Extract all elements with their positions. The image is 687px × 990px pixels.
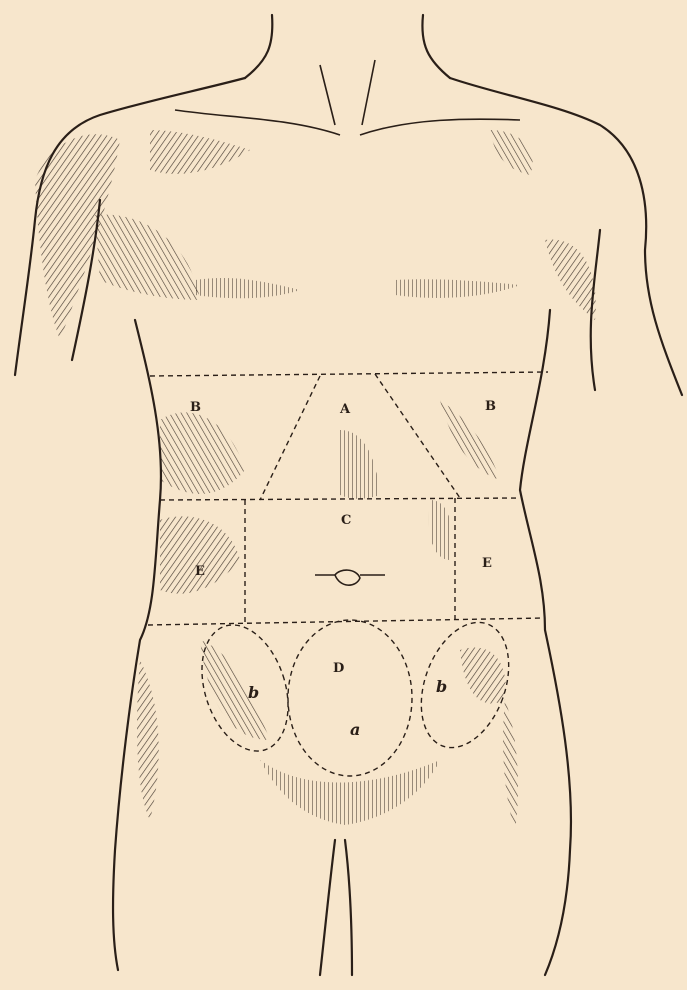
region-label-b-left: b [248,683,259,702]
clavicles [175,60,520,135]
region-label-a: a [350,720,360,739]
region-label-E-right: E [482,556,492,571]
navel [315,570,385,585]
region-label-A: A [339,402,351,417]
region-label-D: D [333,661,345,676]
region-label-E-left: E [195,564,205,579]
region-label-b-right: b [436,677,447,696]
shading [35,130,596,830]
region-label-B-left: B [190,400,202,415]
region-label-B-right: B [485,399,497,414]
region-label-C: C [341,513,352,528]
